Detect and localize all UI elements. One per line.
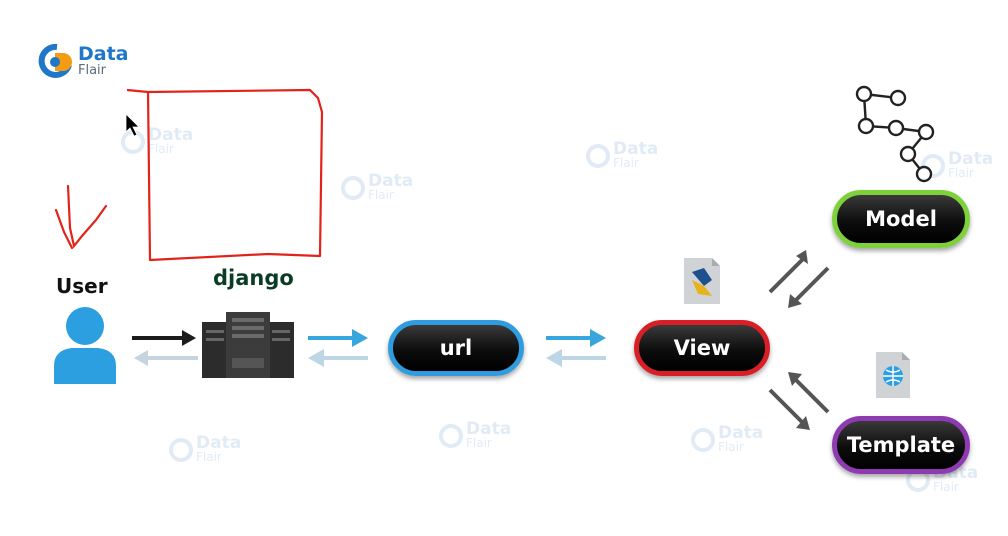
watermark-subtext: Flair [718, 440, 744, 454]
watermark-subtext: Flair [948, 166, 974, 180]
watermark-text: Data [368, 171, 414, 191]
url-view-arrows [546, 329, 606, 367]
view-model-arrows [768, 250, 830, 308]
server-icon [202, 312, 294, 378]
watermark-subtext: Flair [466, 436, 492, 450]
watermark-text: Data [613, 139, 659, 159]
watermark-subtext: Flair [368, 188, 394, 202]
watermark-logo-icon [691, 427, 715, 452]
watermark-logo-icon [169, 437, 193, 462]
url-node: url [388, 320, 524, 376]
template-node: Template [832, 416, 970, 474]
watermark-logo-icon [586, 143, 610, 168]
hand-drawn-checkmark [54, 184, 108, 250]
brand-logo: Data Flair [35, 41, 129, 81]
mouse-cursor-icon [125, 113, 140, 137]
watermark-text: Data [196, 433, 242, 453]
watermark-text: Data [948, 149, 994, 169]
watermark-subtext: Flair [613, 156, 639, 170]
datflair-logo-icon [38, 43, 72, 78]
watermark-text: Data [718, 423, 764, 443]
watermark-subtext: Flair [196, 450, 222, 464]
view-node: View [634, 320, 770, 376]
model-label: Model [865, 207, 937, 231]
url-label: url [439, 336, 473, 360]
template-file-icon [876, 352, 910, 398]
user-label: User [56, 274, 108, 298]
model-node: Model [832, 190, 970, 248]
django-label: django [213, 266, 294, 290]
watermark-logo-icon [439, 423, 463, 448]
template-label: Template [846, 433, 956, 457]
user-icon [54, 307, 116, 384]
hand-drawn-rectangle [126, 88, 324, 262]
user-django-arrows [132, 330, 198, 366]
brand-name: Data [78, 43, 129, 65]
model-graph-icon [855, 85, 935, 183]
watermark-subtext: Flair [933, 480, 959, 494]
watermark-text: Data [148, 125, 194, 145]
view-template-arrows [768, 372, 830, 430]
watermark-logo-icon [921, 153, 945, 178]
watermark-subtext: Flair [148, 142, 174, 156]
django-url-arrows [308, 329, 368, 367]
watermark-logo-icon [341, 175, 365, 200]
watermark-text: Data [466, 419, 512, 439]
view-label: View [673, 336, 731, 360]
view-file-icon [684, 258, 720, 304]
brand-subname: Flair [78, 63, 107, 78]
